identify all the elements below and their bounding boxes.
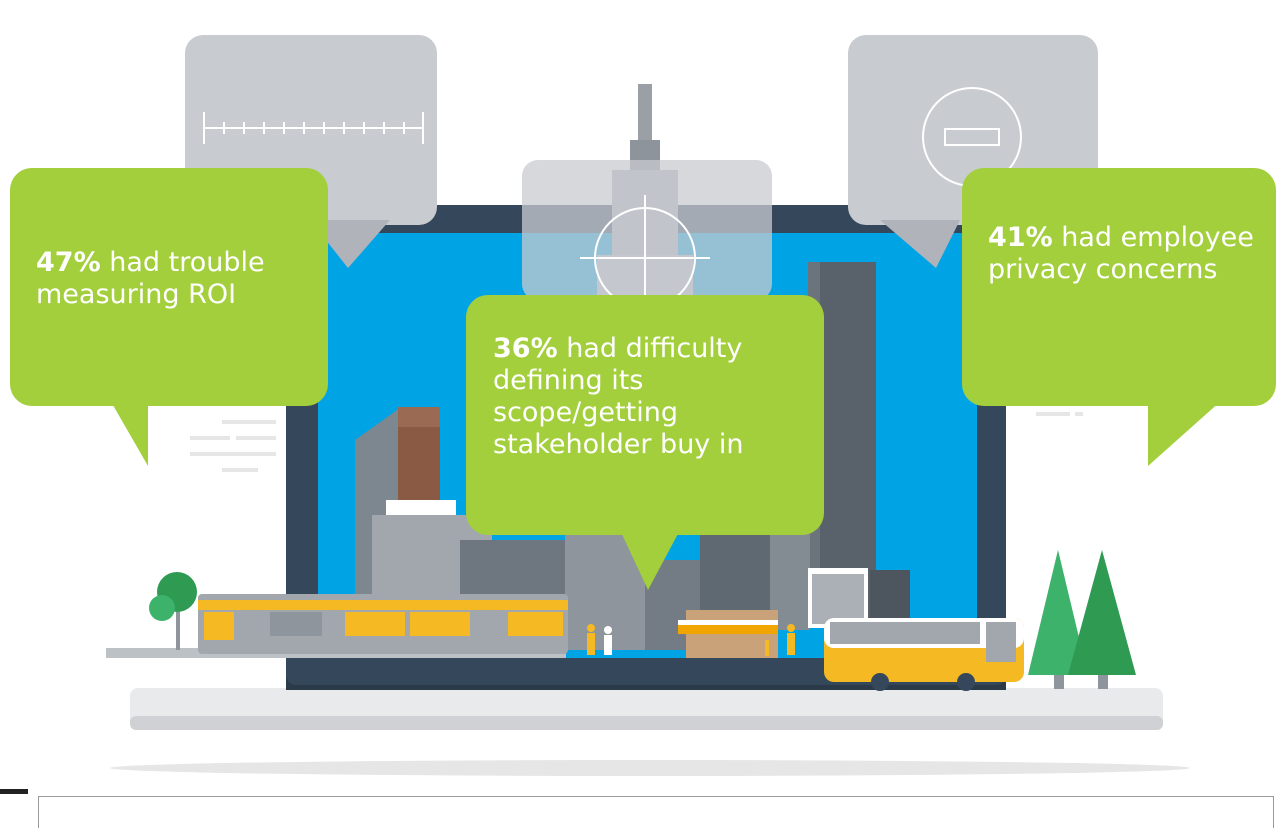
train xyxy=(106,594,568,658)
people xyxy=(587,624,795,656)
shop xyxy=(678,610,778,658)
bus xyxy=(824,618,1024,691)
stat-roi-percent: 47% xyxy=(36,247,101,278)
stat-roi: 47% had trouble measuring ROI xyxy=(36,247,316,311)
bottom-frame xyxy=(38,796,1274,828)
stat-scope: 36% had difficulty defining its scope/ge… xyxy=(493,333,793,461)
stat-scope-text: had difficulty defining its scope/gettin… xyxy=(493,333,744,460)
right-trees xyxy=(1028,550,1136,689)
green-bubble-privacy xyxy=(962,168,1276,466)
stat-roi-text: had trouble measuring ROI xyxy=(36,247,265,310)
stat-scope-percent: 36% xyxy=(493,333,558,364)
stat-privacy-text: had employee privacy concerns xyxy=(988,222,1254,285)
green-bubble-scope xyxy=(466,295,824,590)
green-bubble-roi xyxy=(10,168,328,466)
text-lines-right xyxy=(1036,412,1083,416)
stat-privacy: 41% had employee privacy concerns xyxy=(988,222,1258,286)
ruler-icon xyxy=(203,112,424,144)
accent-bar xyxy=(0,789,28,794)
gray-bubble-target xyxy=(522,160,772,309)
stat-privacy-percent: 41% xyxy=(988,222,1053,253)
floor-shadow xyxy=(110,760,1190,776)
text-lines-left xyxy=(190,420,276,472)
left-tree xyxy=(149,572,197,650)
